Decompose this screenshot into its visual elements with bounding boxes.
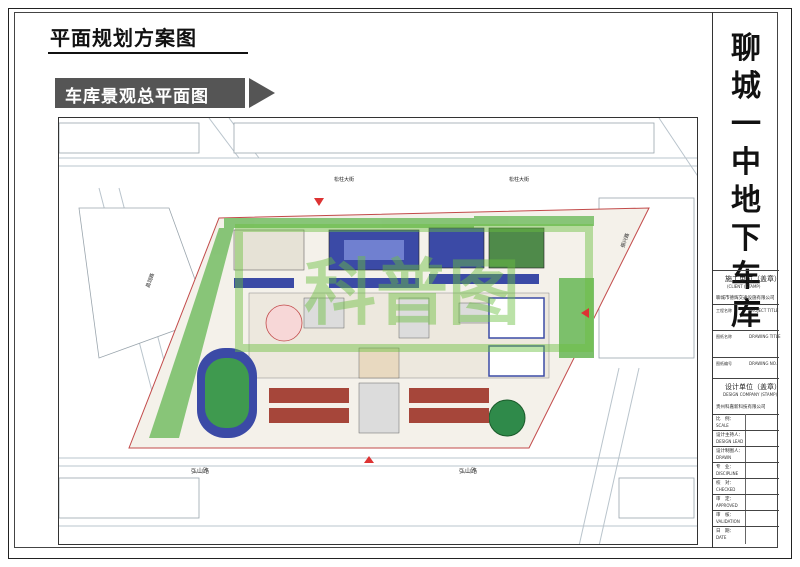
title-block-row-label: 专 业： [716,465,734,470]
project-label: 工程名称 [716,308,732,313]
road-label-south-2: 弘山路 [459,467,477,475]
title-block-row-label: 校 对： [716,481,734,486]
construction-company: 聊城市德辉交通设施有限公司 [716,296,775,301]
east-entrance-icon [581,308,589,318]
south-entrance-icon [364,456,374,463]
block-southeast [618,477,695,519]
east-buildings [488,278,594,437]
design-company: 贵州科嘉新科技有限公司 [716,405,766,410]
title-block-row-label: 日 期： [716,529,734,534]
drawing-no-label: 图纸编号 [716,361,732,366]
title-block-row-label: 审 定： [716,497,734,502]
drawing-sheet [8,8,792,559]
subtitle-text: 车库景观总平面图 [65,87,209,107]
title-block-row-en: CHECKED [716,487,736,492]
site-plan: 科普图 松柱大街 松柱大街 弘山路 弘山路 昌润路 振兴路 [58,117,698,545]
block-southwest [59,477,200,519]
road-label-east: 振兴路 [619,232,631,249]
drawing-en: DRAWING TITLE [749,334,781,339]
design-unit-en: DESIGN COMPANY (STAMP) [723,392,778,397]
drawing-inner-frame [14,12,778,548]
title-block-row-en: DRAWN [716,455,732,460]
project-en: PROJECT TITLE [749,308,779,313]
title-block-row-en: VALIDATION [716,519,740,524]
subtitle-arrow-icon [249,78,275,108]
title-block-row-en: SCALE [716,423,729,428]
title-block: 聊城一中地下车库 施工单位（盖章） (CLIENT (STAMP) 聊城市德辉交… [712,12,781,548]
title-block-row-en: DISCIPLINE [716,471,739,476]
sheet-title: 平面规划方案图 [50,26,197,50]
title-block-row-label: 设计制图人： [716,449,743,454]
title-block-row-label: 设计主持人： [716,433,743,438]
subtitle-bar: 车库景观总平面图 [55,78,245,108]
road-label-north-1: 松柱大街 [334,176,354,183]
drawing-label: 图纸名称 [716,334,732,339]
title-block-row-label: 比 例： [716,417,734,422]
title-block-row-en: APPROVED [716,503,738,508]
construction-unit-en: (CLIENT (STAMP) [727,284,761,289]
sports-field [197,348,257,438]
block-north [233,122,655,154]
drawing-no-en: DRAWING NO. [749,361,777,366]
north-buildings [233,227,545,288]
north-entrance-icon [314,198,324,206]
title-block-row-en: DESIGN LEAD [716,439,744,444]
road-label-north-2: 松柱大街 [509,176,529,183]
title-underline [48,52,248,54]
watermark-text: 科普图 [304,251,520,335]
block-northwest [59,122,200,154]
watermark: 科普图 [235,224,593,352]
south-buildings [269,382,489,434]
title-block-row-label: 审 核： [716,513,734,518]
construction-unit-label: 施工单位（盖章） [725,275,781,283]
road-label-west: 昌润路 [144,272,156,289]
project-name: 聊城一中地下车库 [731,31,761,332]
design-unit-label: 设计单位（盖章） [725,383,781,391]
road-label-south-1: 弘山路 [191,467,209,475]
site-plan-drawing: 科普图 松柱大街 松柱大街 弘山路 弘山路 昌润路 振兴路 [59,118,697,544]
title-block-row-en: DATE [716,535,727,540]
